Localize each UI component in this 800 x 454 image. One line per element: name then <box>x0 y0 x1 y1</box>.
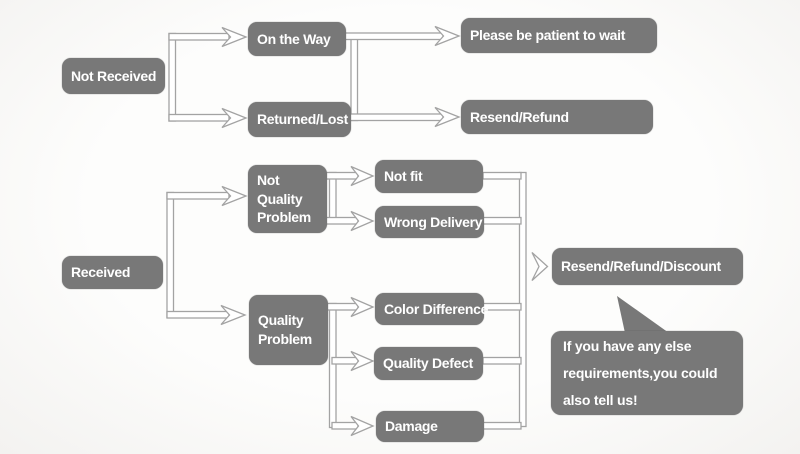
note-line: also tell us! <box>563 392 638 408</box>
wire <box>482 421 522 430</box>
note-line: If you have any else <box>563 338 692 354</box>
node-quality-defect: Quality Defect <box>374 347 483 380</box>
arrowhead-icon <box>350 296 375 318</box>
arrowhead-icon <box>221 185 248 207</box>
wire <box>166 310 230 319</box>
wire <box>326 302 359 311</box>
rail <box>168 32 177 122</box>
node-damage: Damage <box>376 411 484 442</box>
wire <box>168 32 230 41</box>
arrowhead-icon <box>434 106 461 128</box>
arrowhead-icon <box>350 165 375 187</box>
wire <box>348 113 444 122</box>
arrowhead-icon <box>220 304 247 326</box>
arrowhead-icon <box>350 415 375 437</box>
arrowhead-icon <box>350 210 375 232</box>
wire <box>325 171 359 180</box>
wire <box>325 216 359 225</box>
wire <box>482 216 522 225</box>
node-wrong-delivery: Wrong Delivery <box>375 206 484 238</box>
wire <box>331 421 359 430</box>
wire <box>344 32 444 41</box>
node-returned-lost: Returned/Lost <box>248 102 351 137</box>
wire <box>331 356 359 365</box>
arrowhead-icon <box>434 25 461 47</box>
node-not-received: Not Received <box>62 58 165 94</box>
rail <box>328 302 337 429</box>
rail <box>518 171 527 428</box>
node-resend-refund: Resend/Refund <box>461 100 653 134</box>
rail <box>328 171 337 223</box>
arrowhead-icon <box>350 350 375 372</box>
node-received: Received <box>62 256 163 289</box>
node-please-be-patient: Please be patient to wait <box>461 18 657 53</box>
rail <box>350 32 359 122</box>
rail <box>166 191 175 319</box>
node-on-the-way: On the Way <box>248 22 346 56</box>
wire <box>482 356 522 365</box>
node-not-quality-problem: Not Quality Problem <box>248 165 327 233</box>
wire <box>482 171 522 180</box>
node-resend-refund-discount: Resend/Refund/Discount <box>552 248 743 285</box>
note-bubble: If you have any else requirements,you co… <box>551 331 743 415</box>
node-color-difference: Color Difference <box>375 293 488 325</box>
chevron-right-icon <box>531 252 549 281</box>
arrowhead-icon <box>221 107 248 129</box>
node-quality-problem: Quality Problem <box>249 295 328 365</box>
wire <box>168 113 230 122</box>
arrowhead-icon <box>221 26 248 48</box>
bubble-tail <box>617 296 669 333</box>
wire <box>482 302 522 311</box>
wire <box>166 191 230 200</box>
note-line: requirements,you could <box>563 365 718 381</box>
node-not-fit: Not fit <box>375 160 483 193</box>
